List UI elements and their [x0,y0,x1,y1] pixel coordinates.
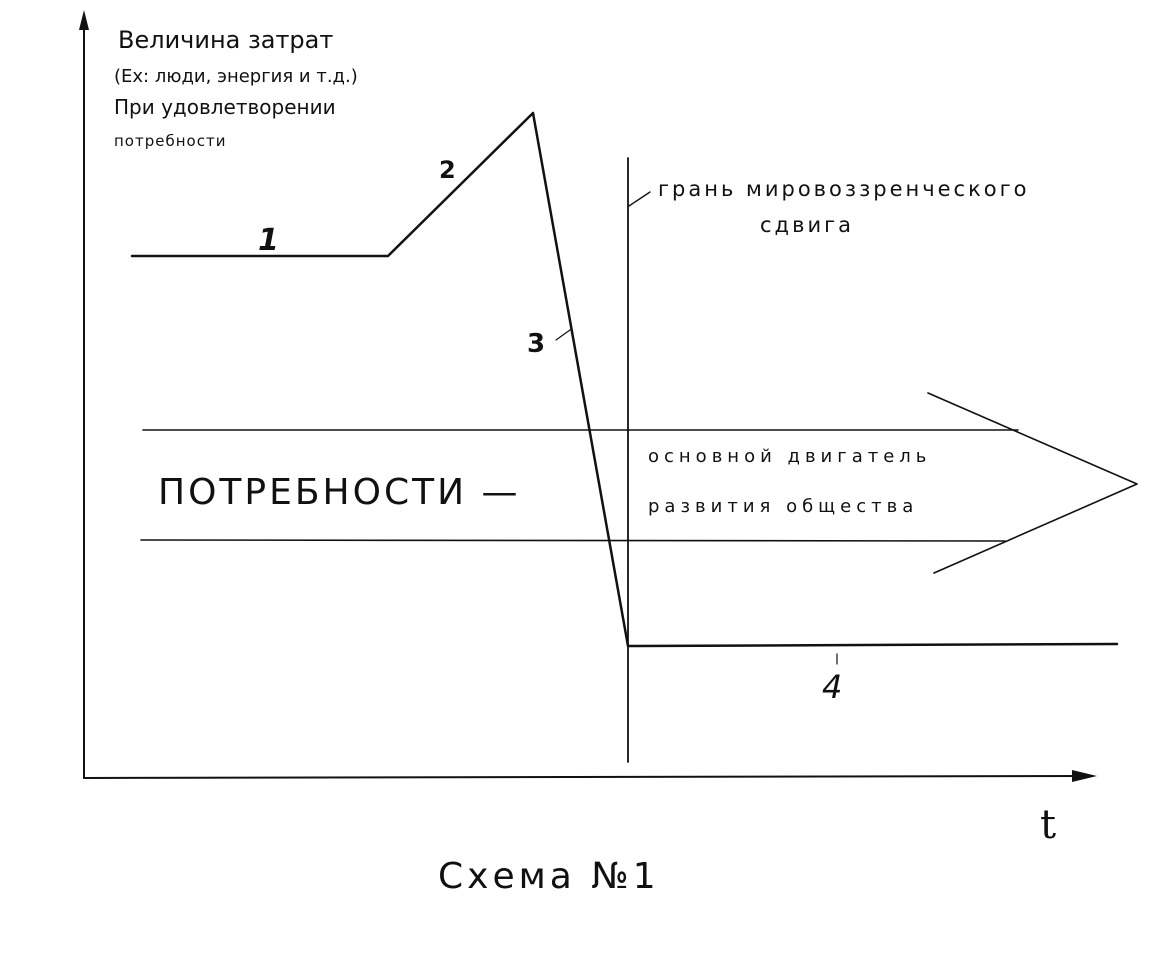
y-axis-label-line4: потребности [114,132,226,150]
y-axis-label: Величина затрат (Ex: люди, энергия и т.д… [114,26,358,150]
x-axis-arrowhead [1072,770,1097,782]
cost-curve [130,111,1119,648]
y-axis-arrowhead [79,10,89,30]
needs-arrow: ПОТРЕБНОСТИ — основной двигатель развити… [140,392,1138,574]
boundary-label-pointer [628,191,651,207]
boundary-label-line2: сдвига [760,213,854,237]
arrow-head [927,392,1138,574]
segment-label-4: 4 [822,668,842,706]
segment-label-2: 2 [439,156,456,184]
segment-label-3: 3 [527,329,545,359]
axes [79,10,1097,782]
y-axis-label-line1: Величина затрат [118,26,333,54]
arrow-bottom-edge [140,539,1006,542]
segment-labels: 1 2 3 4 [258,156,842,706]
y-axis-label-line3: При удовлетворении [114,95,336,119]
diagram-caption: Схема №1 [438,856,660,897]
x-axis-label: t [1040,802,1056,848]
segment-label-3-tick [555,329,571,341]
arrow-text-left: ПОТРЕБНОСТИ — [158,472,520,513]
y-axis-label-line2: (Ex: люди, энергия и т.д.) [114,66,358,87]
x-axis [83,775,1086,779]
segment-label-1: 1 [258,223,279,258]
arrow-text-right-line1: основной двигатель [648,446,931,467]
boundary-label-line1: грань мировоззренческого [658,177,1030,201]
worldview-shift-boundary: грань мировоззренческого сдвига [627,157,1030,763]
arrow-text-right-line2: развития общества [648,496,918,517]
